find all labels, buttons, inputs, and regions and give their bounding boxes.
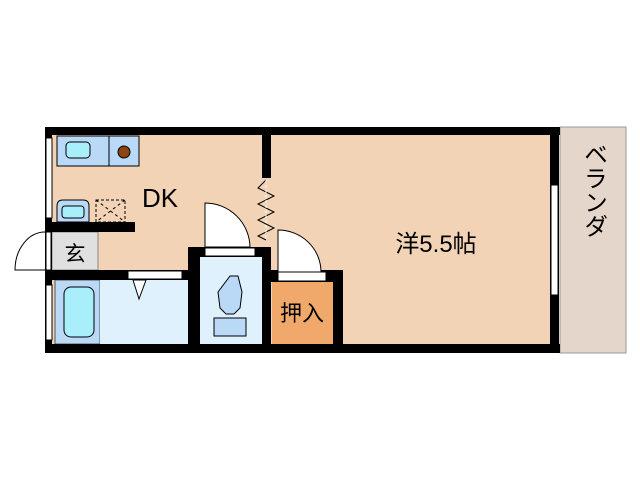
toilet-icon xyxy=(217,275,243,315)
toilet-tank-icon xyxy=(213,317,247,337)
folding-door-icon xyxy=(132,279,147,301)
veranda-label: ベランダ xyxy=(580,142,607,238)
toilet-door-swing xyxy=(204,202,251,248)
accordion-partition xyxy=(256,179,276,241)
closet-label: 押入 xyxy=(280,301,324,326)
stove-icon xyxy=(117,145,131,159)
dk-label: DK xyxy=(142,183,179,213)
entrance-door-swing xyxy=(14,231,46,271)
washroom xyxy=(100,280,188,344)
door-openings xyxy=(45,231,327,282)
veranda xyxy=(559,126,627,354)
closet-door-swing xyxy=(277,229,322,273)
western-room-label: 洋5.5帖 xyxy=(395,231,476,258)
closet xyxy=(272,282,334,344)
windows xyxy=(45,137,559,341)
sink-icon xyxy=(65,141,91,159)
bathtub xyxy=(63,286,95,338)
entrance-label: 玄 xyxy=(65,243,86,266)
